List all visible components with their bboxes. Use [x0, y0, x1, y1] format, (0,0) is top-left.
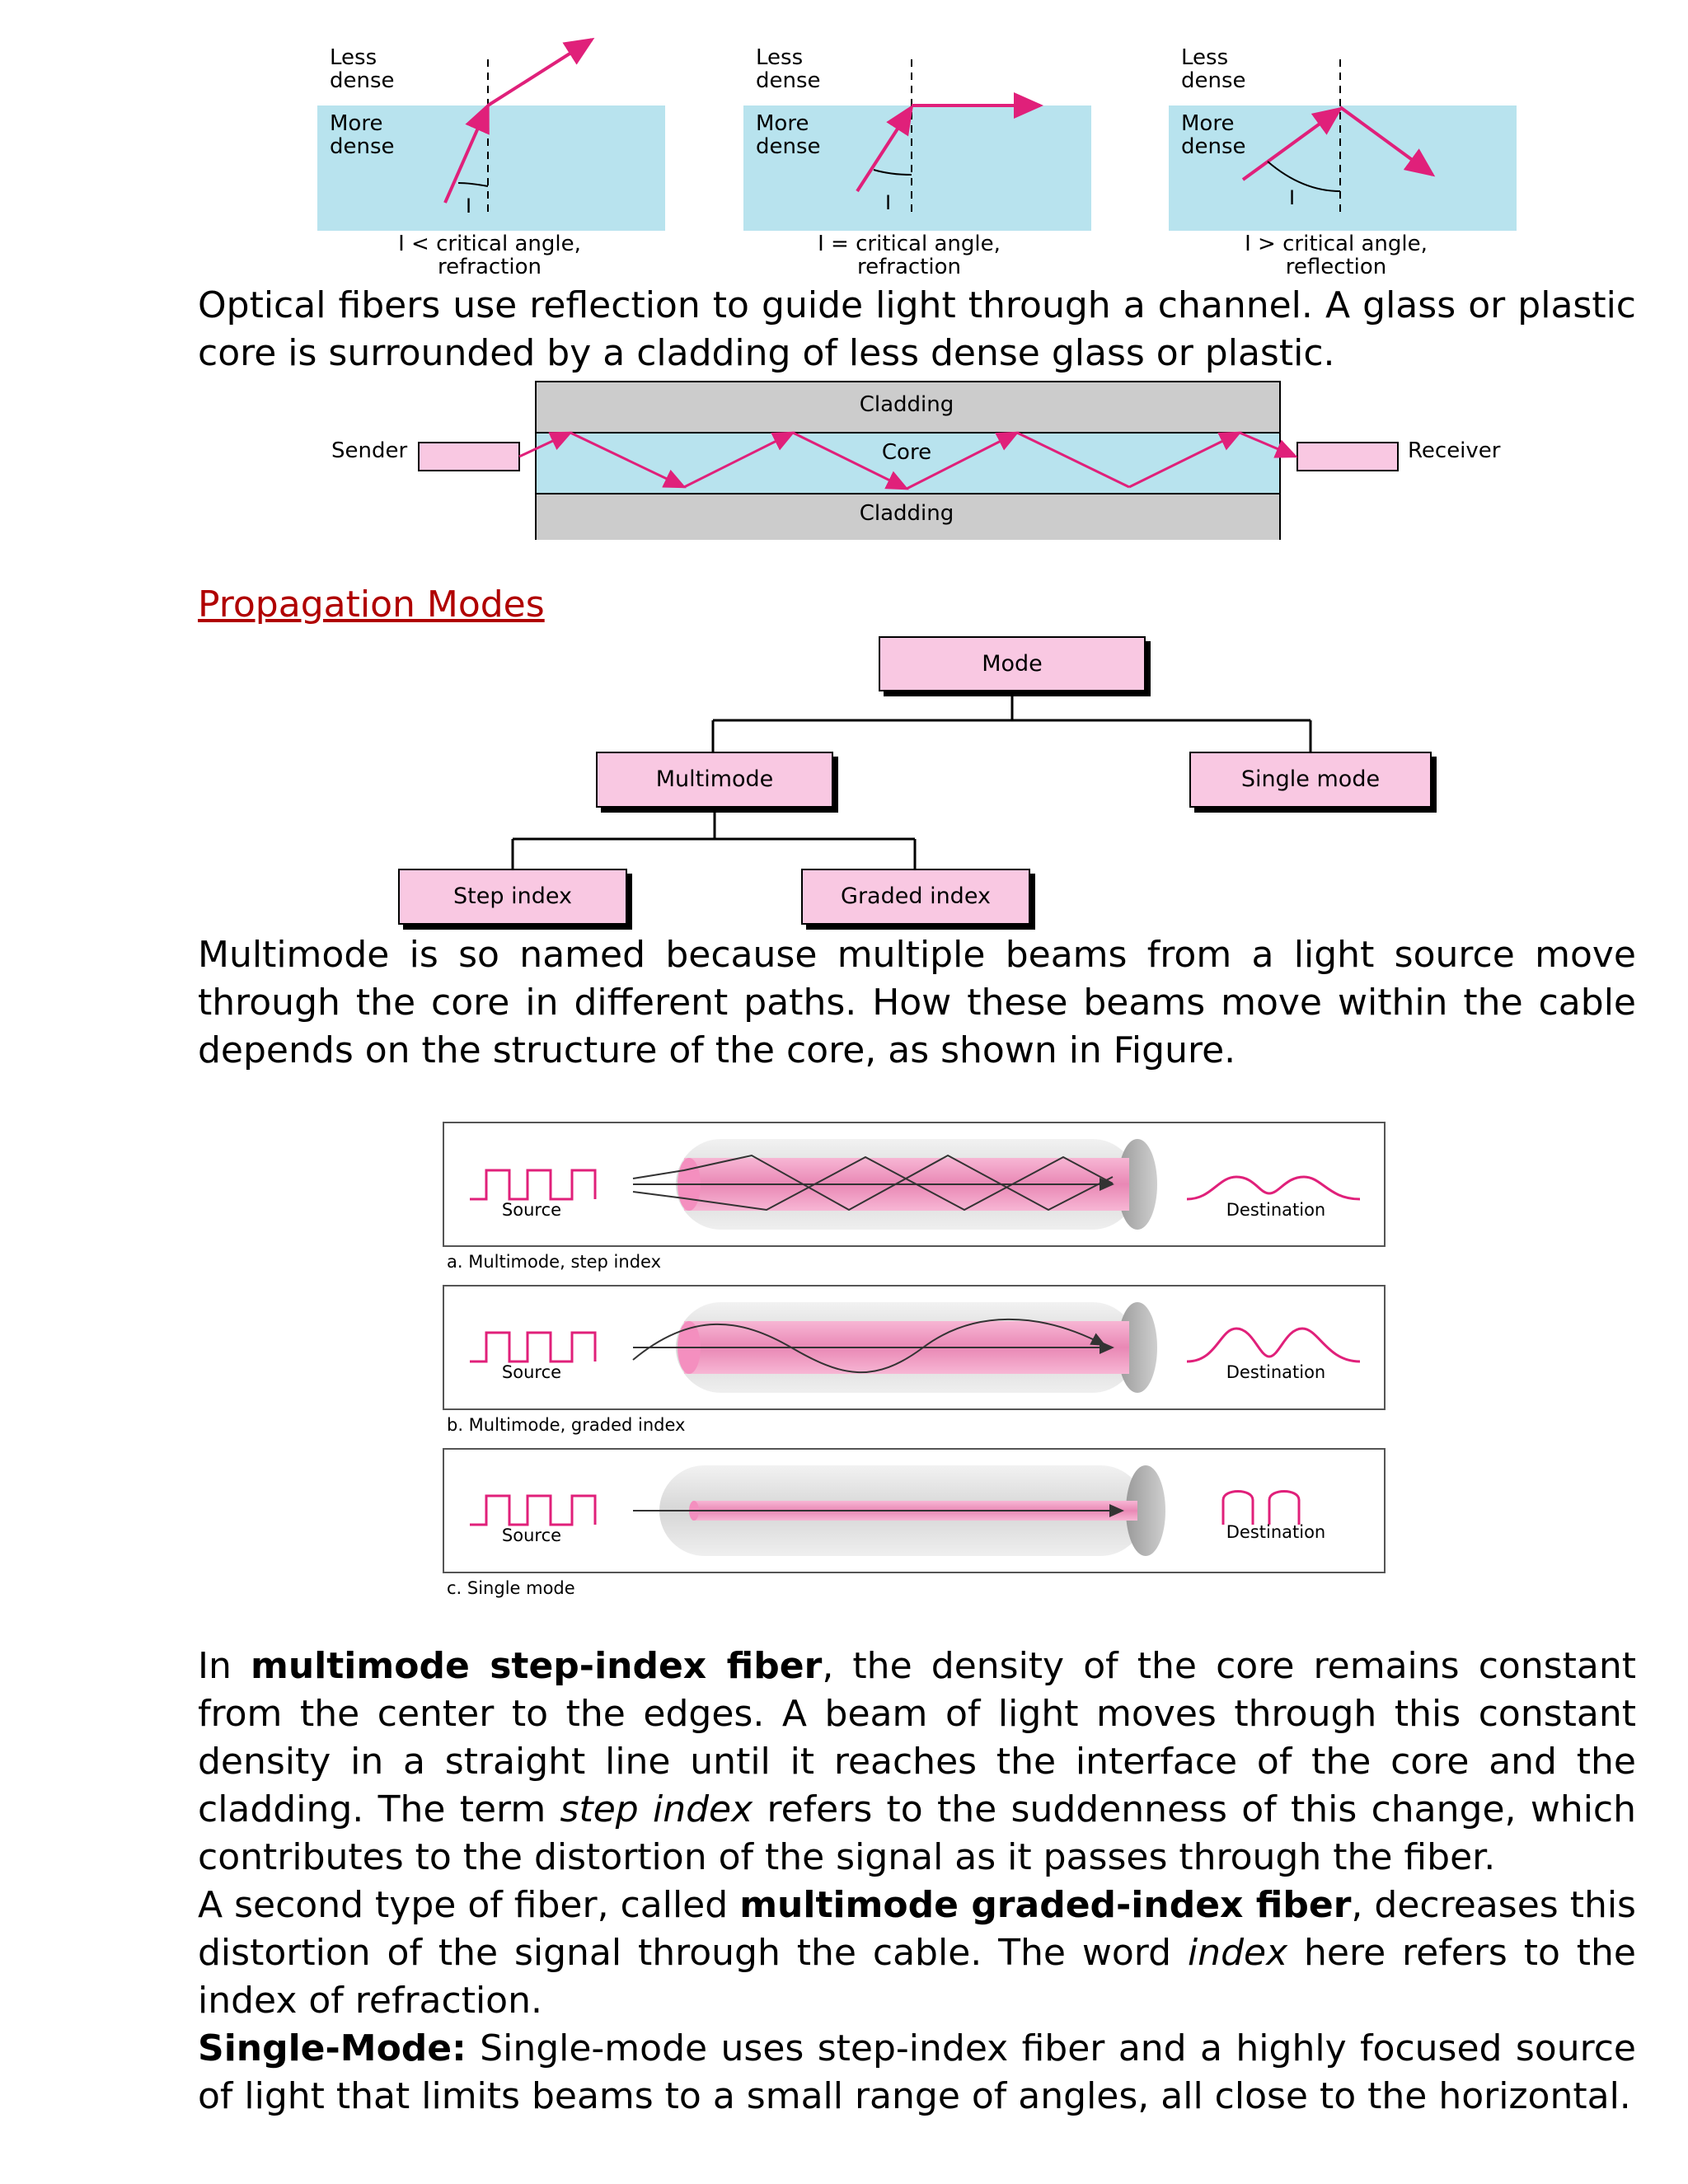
- svg-text:I: I: [885, 191, 891, 214]
- svg-text:dense: dense: [1181, 68, 1246, 93]
- sender-label: Sender: [331, 438, 407, 463]
- graded-index-box: Graded index: [801, 869, 1030, 925]
- svg-text:Source: Source: [502, 1362, 561, 1382]
- svg-text:I: I: [466, 194, 471, 218]
- step-index-label: Step index: [453, 883, 572, 909]
- multimode-paragraph: Multimode is so named because multiple b…: [198, 934, 1636, 1071]
- svg-text:Source: Source: [502, 1526, 561, 1545]
- svg-text:Destination: Destination: [1226, 1200, 1326, 1220]
- graded-index-paragraph: A second type of fiber, called multimode…: [198, 1884, 1637, 2022]
- single-mode-term: Single-Mode:: [198, 2027, 467, 2069]
- propagation-panel-b: Source Destination b. Multimode, graded …: [443, 1285, 1386, 1435]
- cladding-top: [535, 381, 1281, 434]
- step-index-box: Step index: [398, 869, 627, 925]
- svg-text:Destination: Destination: [1226, 1522, 1326, 1542]
- svg-text:Less: Less: [756, 45, 803, 70]
- refraction-figure: Less dense More dense I I < critical ang…: [317, 37, 1517, 279]
- incident-ray: [443, 102, 490, 204]
- refraction-caption-3: I > critical angle,: [1245, 232, 1428, 256]
- receiver-label: Receiver: [1408, 438, 1501, 463]
- more-dense-label: More: [330, 111, 382, 136]
- svg-text:I: I: [1289, 186, 1295, 209]
- single-mode-paragraph: Single-Mode: Single-mode uses step-index…: [198, 2027, 1636, 2117]
- refraction-panel-2: Less dense More dense I I = critical ang…: [743, 45, 1091, 279]
- single-mode-label: Single mode: [1240, 766, 1381, 792]
- receiver-box: [1296, 442, 1399, 471]
- refraction-caption-2: I = critical angle,: [818, 232, 1001, 256]
- svg-text:Cladding: Cladding: [860, 501, 954, 526]
- refraction-panel-1: Less dense More dense I I < critical ang…: [317, 37, 665, 279]
- svg-text:reflection: reflection: [1286, 255, 1387, 279]
- caption-b: b. Multimode, graded index: [447, 1415, 685, 1435]
- svg-text:Destination: Destination: [1226, 1362, 1326, 1382]
- less-dense-label: Less: [330, 45, 377, 70]
- svg-text:Cladding: Cladding: [860, 392, 954, 417]
- source-pulse-icon: [470, 1169, 597, 1201]
- destination-pulse-icon: [1186, 1175, 1361, 1201]
- multimode-label: Multimode: [655, 766, 774, 792]
- refracted-ray: [486, 37, 595, 107]
- mode-root-box: Mode: [879, 636, 1146, 691]
- svg-text:dense: dense: [1181, 134, 1246, 159]
- svg-text:Source: Source: [502, 1200, 561, 1220]
- fiber-figure: Cladding Core Cladding Sender Receiver: [331, 381, 1501, 540]
- step-index-term: multimode step-index fiber: [251, 1645, 823, 1687]
- step-index-paragraph: In multimode step-index fiber, the densi…: [198, 1645, 1637, 1878]
- svg-text:Less: Less: [1181, 45, 1228, 70]
- mode-root-label: Mode: [982, 651, 1043, 677]
- svg-text:refraction: refraction: [857, 255, 961, 279]
- svg-text:dense: dense: [330, 134, 395, 159]
- multimode-box: Multimode: [596, 752, 833, 808]
- propagation-panel-a: Source Destination a. Multimode, step in…: [443, 1122, 1386, 1272]
- refraction-panel-3: Less dense More dense I I > critical ang…: [1169, 45, 1517, 279]
- single-mode-box: Single mode: [1189, 752, 1432, 808]
- propagation-modes-heading[interactable]: Propagation Modes: [198, 583, 545, 626]
- graded-index-term: multimode graded-index fiber: [739, 1884, 1352, 1926]
- sender-box: [418, 442, 520, 471]
- svg-text:dense: dense: [330, 68, 395, 93]
- svg-text:dense: dense: [756, 134, 821, 159]
- svg-text:More: More: [1181, 111, 1234, 136]
- graded-index-label: Graded index: [841, 883, 991, 909]
- caption-c: c. Single mode: [447, 1578, 575, 1598]
- svg-text:dense: dense: [756, 68, 821, 93]
- svg-text:Core: Core: [882, 440, 931, 465]
- propagation-panel-c: Source Destination c. Single mode: [443, 1448, 1386, 1598]
- propagation-figure: Source Destination a. Multimode, step in…: [443, 1122, 1386, 1598]
- cladding-bottom: [535, 493, 1281, 540]
- svg-text:More: More: [756, 111, 809, 136]
- refraction-caption-1: I < critical angle,: [398, 232, 581, 256]
- svg-text:refraction: refraction: [438, 255, 542, 279]
- intro-paragraph: Optical fibers use reflection to guide l…: [198, 284, 1636, 374]
- caption-a: a. Multimode, step index: [447, 1252, 661, 1272]
- mode-tree-connectors: [511, 691, 1312, 869]
